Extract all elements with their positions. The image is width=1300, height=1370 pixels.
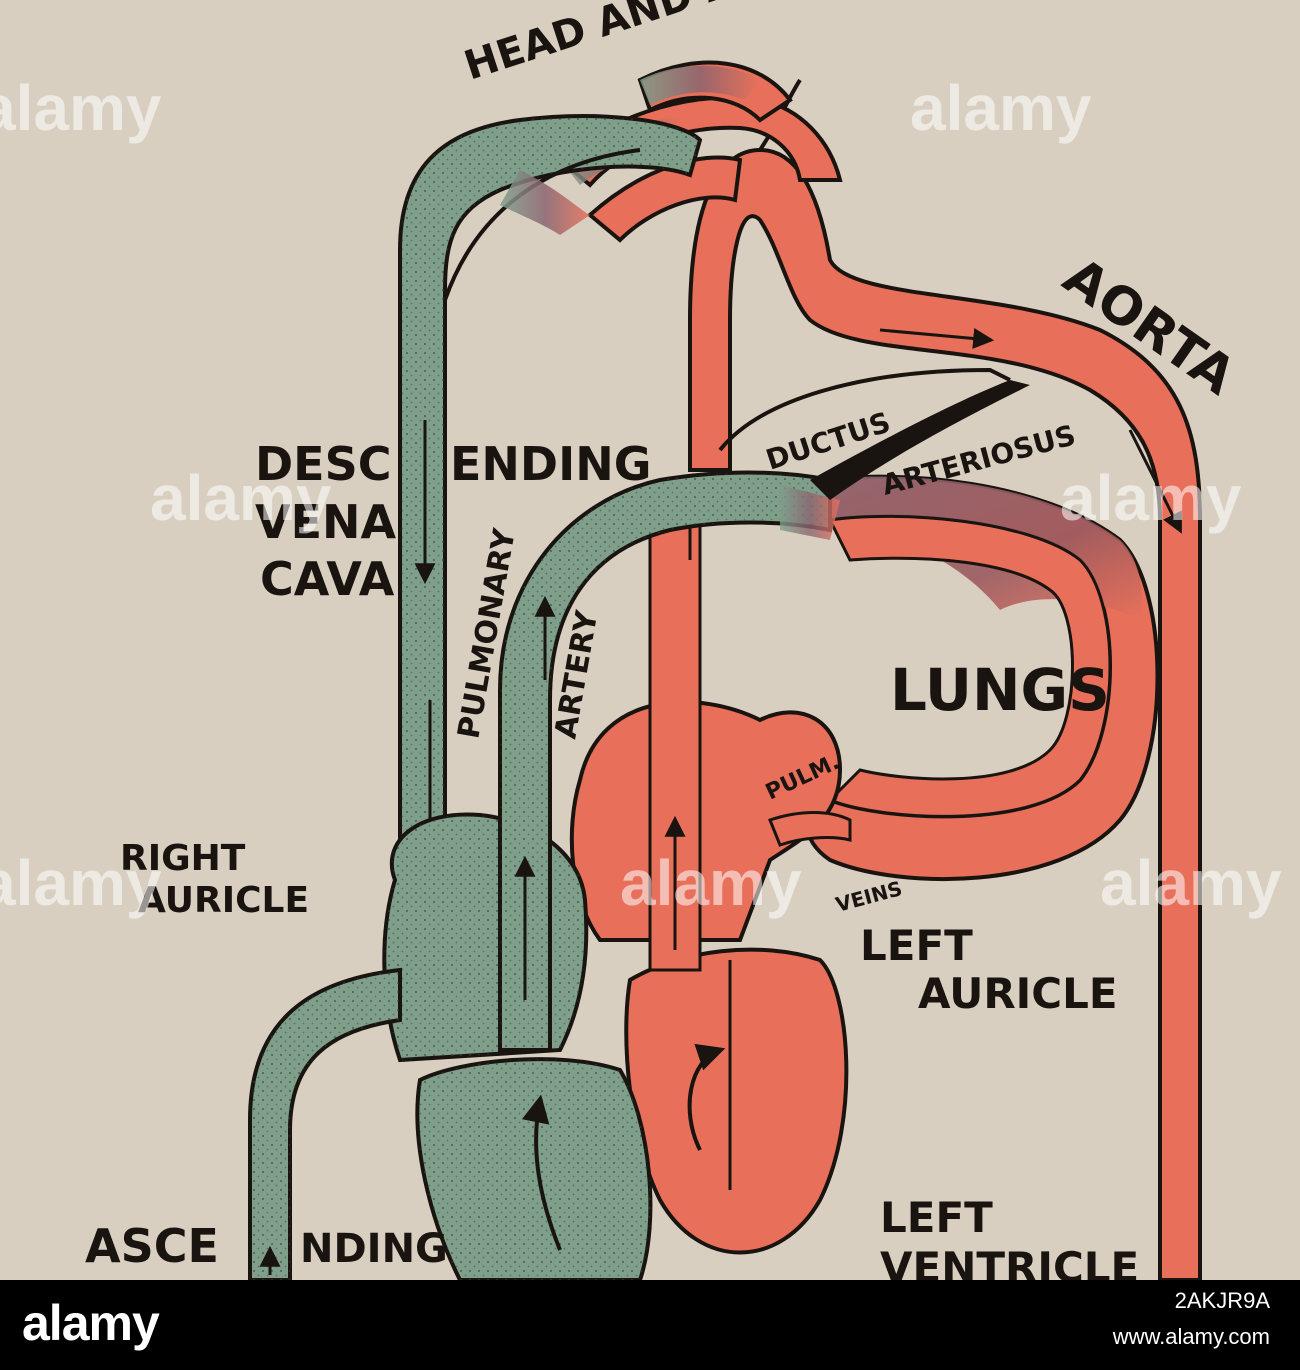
alamy-logo: alamy [22,1295,160,1351]
label-lungs: LUNGS [890,656,1110,724]
label-right-auricle-2: AURICLE [138,880,309,921]
watermark-text: alamy [0,847,162,919]
label-veins: VEINS [833,876,905,917]
watermark-footer: alamy 2AKJR9A www.alamy.com [0,1280,1300,1370]
label-vena: VENA [255,495,397,549]
watermark-text: alamy [1060,462,1242,534]
pulmonary-veins [768,811,852,847]
ascending-vena-cava [248,967,402,1280]
watermark-text: alamy [0,72,162,144]
aorta-arrows [879,328,1182,534]
label-asce: ASCE [85,1219,219,1273]
right-ventricle [415,1057,653,1280]
watermark-grid: alamy alamy alamy alamy alamy alamy alam… [0,72,1282,919]
label-left-ventricle-2: VENTRICLE [880,1243,1139,1280]
label-desc: DESC [255,437,392,491]
watermark-text: alamy [620,847,802,919]
label-left-auricle-2: AURICLE [918,969,1118,1018]
label-cava: CAVA [260,552,395,606]
watermark-text: alamy [1100,847,1282,919]
label-ending: ENDING [450,437,651,491]
site-url: www.alamy.com [1112,1324,1270,1349]
label-left-ventricle-1: LEFT [880,1193,993,1242]
watermark-text: alamy [150,462,332,534]
image-id: 2AKJR9A [1174,1288,1270,1313]
right-auricle [382,812,589,1063]
label-nding: NDING [300,1226,448,1272]
ductus-arteriosus [718,367,1030,500]
circulation-diagram: HEAD AND ARMS AORTA DUCTUS ARTERIOSUS DE… [0,0,1282,1280]
label-right-auricle-1: RIGHT [120,838,246,879]
watermark-text: alamy [910,72,1092,144]
label-left-auricle-1: LEFT [860,921,973,970]
